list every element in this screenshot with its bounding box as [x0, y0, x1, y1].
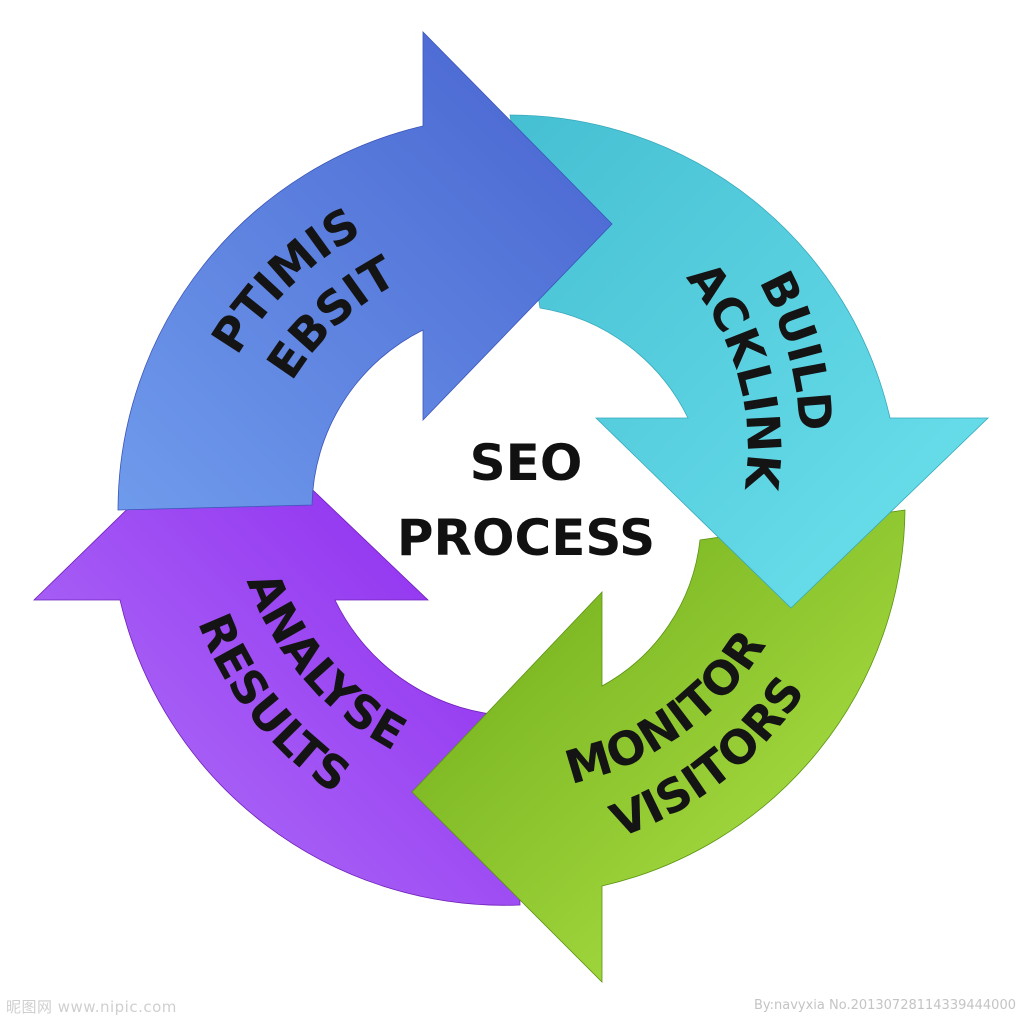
monitor-visitors-arrow-shape: [411, 509, 906, 983]
center-title-line1: SEO: [470, 434, 583, 492]
optimise-website-arrow: [117, 31, 613, 511]
center-title-line2: PROCESS: [397, 509, 655, 567]
watermark-site: 昵图网 www.nipic.com: [6, 998, 177, 1016]
monitor-visitors-arrow: [411, 509, 906, 983]
analyse-results-arrow-shape: [33, 409, 521, 906]
build-backlinks-arrow: [509, 114, 989, 609]
watermark-id: By:navyxia No.20130728114339444000: [753, 998, 1016, 1013]
optimise-website-arrow-shape: [117, 31, 613, 511]
analyse-results-arrow: [33, 409, 521, 906]
build-backlinks-arrow-shape: [509, 114, 989, 609]
